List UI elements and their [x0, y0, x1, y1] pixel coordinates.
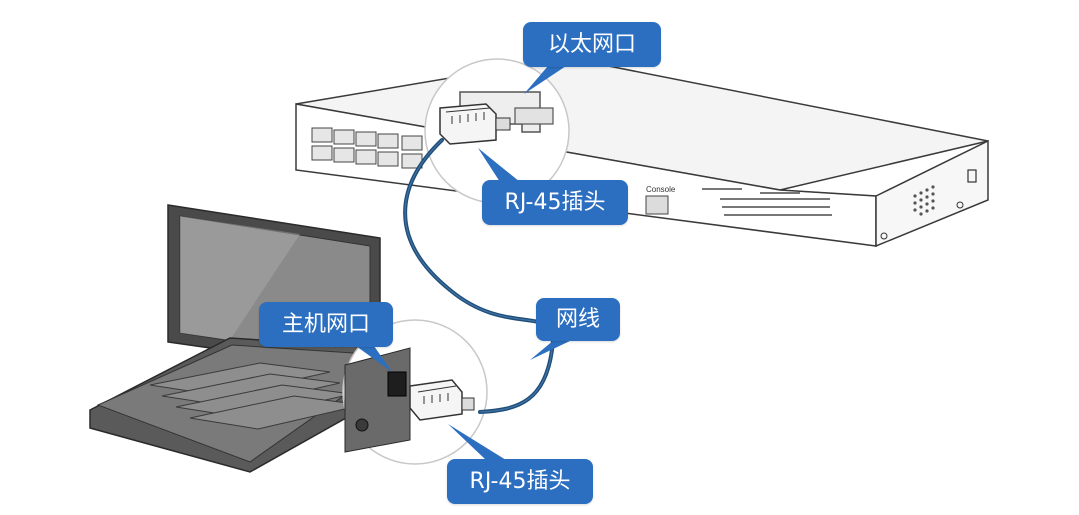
zoom-circle-switch-port [424, 58, 570, 204]
led-indicators [702, 188, 832, 216]
callout-ethernet-port: 以太网口 [523, 22, 661, 67]
keyboard [149, 362, 363, 430]
rj45-plug-top-icon [439, 103, 511, 145]
network-switch: Console [295, 57, 989, 248]
callout-rj45-plug-bottom: RJ-45插头 [447, 459, 593, 504]
console-port [645, 195, 669, 215]
callout-rj45-plug-top: RJ-45插头 [482, 180, 628, 225]
console-label: Console [646, 185, 676, 194]
callout-pointers [356, 66, 572, 460]
vent-grille [913, 185, 935, 216]
host-port-icon [387, 371, 407, 397]
switch-port-block [311, 127, 423, 169]
callout-host-port: 主机网口 [259, 302, 393, 347]
rj45-plug-bottom-icon [409, 379, 475, 421]
callout-cable: 网线 [536, 298, 620, 341]
